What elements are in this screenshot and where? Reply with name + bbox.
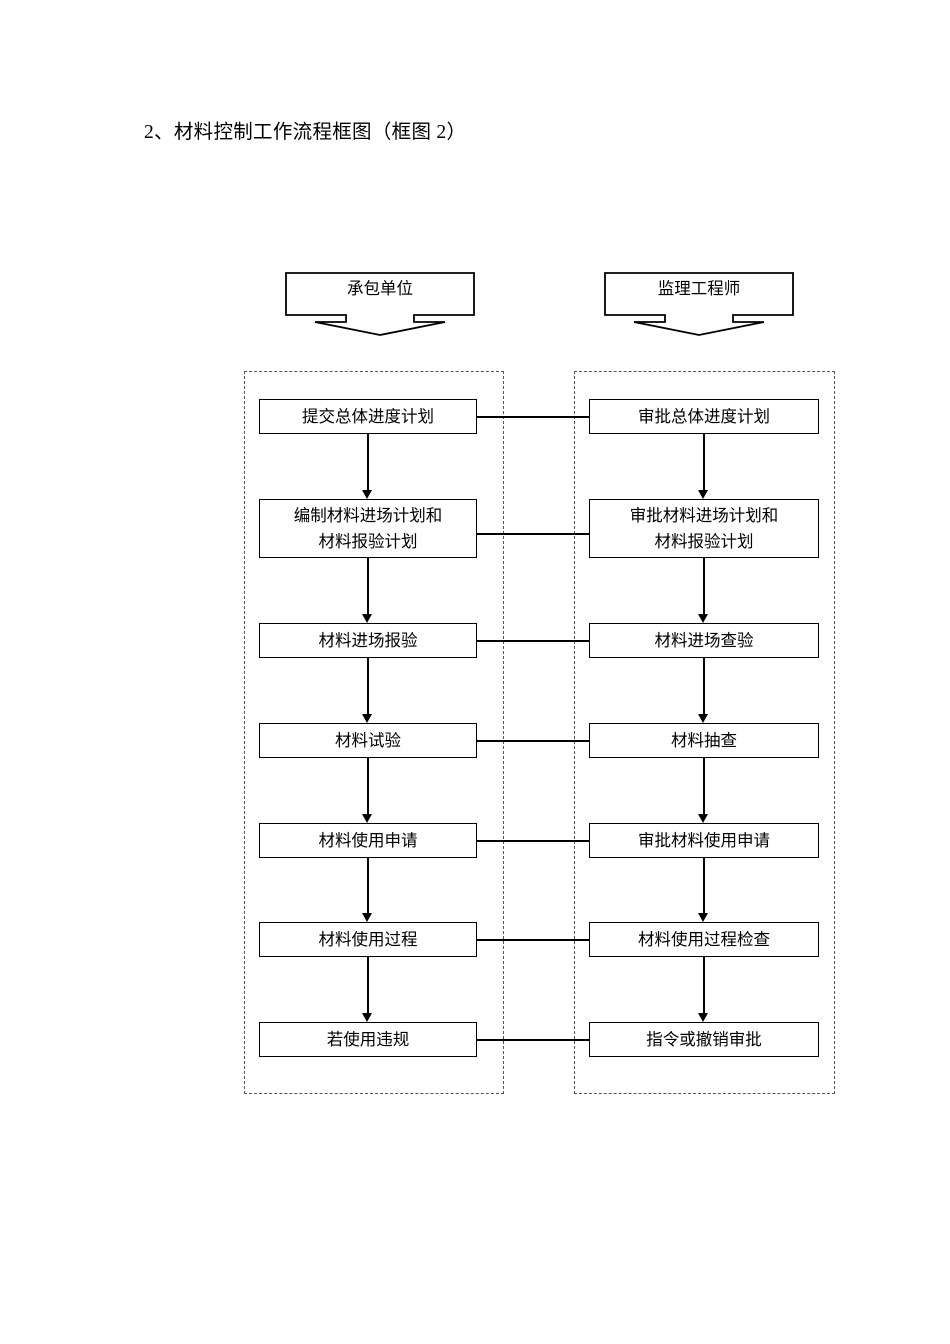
arrow-right-2-3-head — [698, 614, 708, 623]
arrow-left-5-6-head — [362, 913, 372, 922]
node-left-2: 编制材料进场计划和 材料报验计划 — [259, 499, 477, 558]
arrow-right-5-6-head — [698, 913, 708, 922]
arrow-left-4-5-shaft — [367, 758, 369, 814]
node-left-7: 若使用违规 — [259, 1022, 477, 1057]
arrow-left-1-2-shaft — [367, 434, 369, 490]
arrow-right-1-2-shaft — [703, 434, 705, 490]
arrow-left-5-6-shaft — [367, 858, 369, 913]
arrow-left-3-4-shaft — [367, 658, 369, 714]
node-right-1: 审批总体进度计划 — [589, 399, 819, 434]
swimlane-contractor — [244, 371, 504, 1094]
node-right-4: 材料抽查 — [589, 723, 819, 758]
connector-row-5 — [477, 840, 589, 842]
arrow-left-4-5-head — [362, 814, 372, 823]
node-right-3: 材料进场查验 — [589, 623, 819, 658]
arrow-right-6-7-shaft — [703, 957, 705, 1013]
arrow-left-2-3-shaft — [367, 558, 369, 614]
arrow-left-6-7-head — [362, 1013, 372, 1022]
node-right-5: 审批材料使用申请 — [589, 823, 819, 858]
fat-down-arrow-icon — [285, 272, 475, 336]
arrow-right-3-4-head — [698, 714, 708, 723]
node-right-7: 指令或撤销审批 — [589, 1022, 819, 1057]
node-right-6: 材料使用过程检查 — [589, 922, 819, 957]
arrow-left-3-4-head — [362, 714, 372, 723]
node-left-6: 材料使用过程 — [259, 922, 477, 957]
swimlane-supervisor — [574, 371, 835, 1094]
arrow-left-6-7-shaft — [367, 957, 369, 1013]
page-title: 2、材料控制工作流程框图（框图 2） — [144, 122, 467, 143]
arrow-right-4-5-head — [698, 814, 708, 823]
arrow-left-2-3-head — [362, 614, 372, 623]
node-left-5: 材料使用申请 — [259, 823, 477, 858]
arrow-right-2-3-shaft — [703, 558, 705, 614]
connector-row-2 — [477, 533, 589, 535]
fat-down-arrow-icon — [604, 272, 794, 336]
node-left-1: 提交总体进度计划 — [259, 399, 477, 434]
arrow-left-1-2-head — [362, 490, 372, 499]
connector-row-7 — [477, 1039, 589, 1041]
arrow-right-1-2-head — [698, 490, 708, 499]
node-left-3: 材料进场报验 — [259, 623, 477, 658]
arrow-right-5-6-shaft — [703, 858, 705, 913]
connector-row-4 — [477, 740, 589, 742]
arrow-right-4-5-shaft — [703, 758, 705, 814]
arrow-right-6-7-head — [698, 1013, 708, 1022]
arrow-right-3-4-shaft — [703, 658, 705, 714]
node-left-4: 材料试验 — [259, 723, 477, 758]
connector-row-6 — [477, 939, 589, 941]
node-right-2: 审批材料进场计划和 材料报验计划 — [589, 499, 819, 558]
actor-supervisor: 监理工程师 — [604, 272, 794, 336]
actor-contractor: 承包单位 — [285, 272, 475, 336]
connector-row-3 — [477, 640, 589, 642]
connector-row-1 — [477, 416, 589, 418]
